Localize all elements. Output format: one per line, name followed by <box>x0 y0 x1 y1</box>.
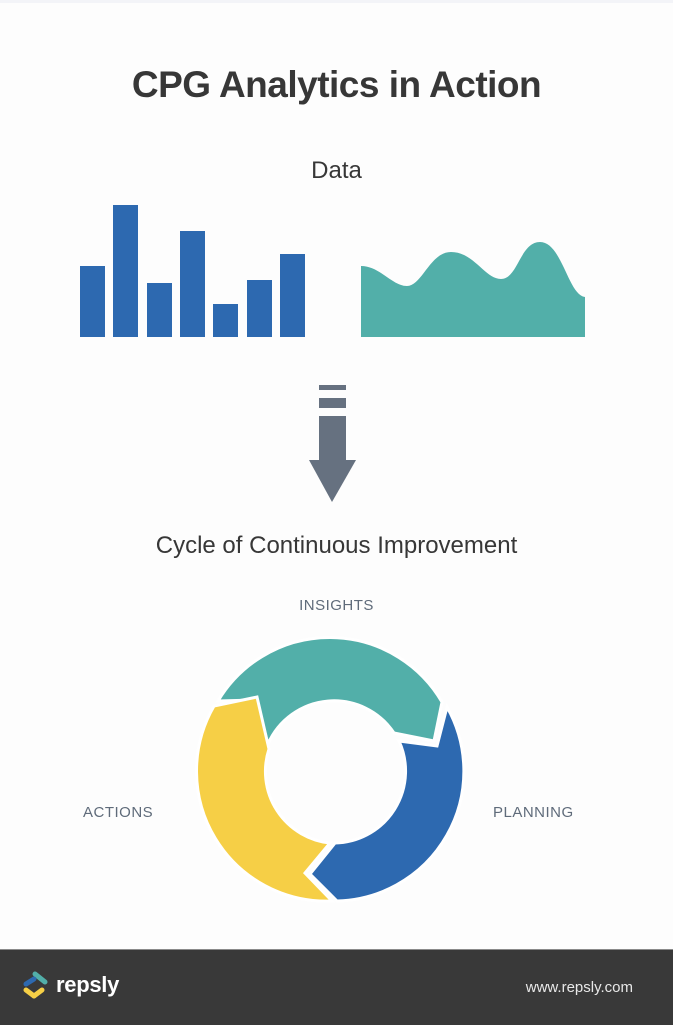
repsly-logo-icon <box>23 971 48 999</box>
page-title: CPG Analytics in Action <box>131 64 542 105</box>
label-actions: ACTIONS <box>83 804 154 821</box>
cycle-heading: Cycle of Continuous Improvement <box>155 532 518 559</box>
bar-4 <box>180 231 205 337</box>
label-insights: INSIGHTS <box>299 597 374 614</box>
bar-5 <box>213 304 238 337</box>
cycle-donut <box>195 636 466 903</box>
data-heading: Data <box>311 157 362 184</box>
label-planning: PLANNING <box>493 804 574 821</box>
footer: repsly www.repsly.com <box>0 949 673 1025</box>
bar-7 <box>280 254 305 337</box>
segment-insights <box>215 636 444 749</box>
bar-chart <box>80 205 305 337</box>
top-strip <box>0 0 673 3</box>
bar-3 <box>147 283 172 337</box>
segment-actions <box>195 695 336 903</box>
brand-logo[interactable]: repsly <box>22 970 119 1000</box>
website-link[interactable]: www.repsly.com <box>525 979 633 996</box>
segment-planning <box>307 703 466 903</box>
brand-name: repsly <box>56 972 120 997</box>
area-chart <box>361 242 585 337</box>
bar-2 <box>113 205 138 337</box>
down-arrow-icon <box>309 385 356 502</box>
bar-6 <box>247 280 272 337</box>
bar-1 <box>80 266 105 337</box>
